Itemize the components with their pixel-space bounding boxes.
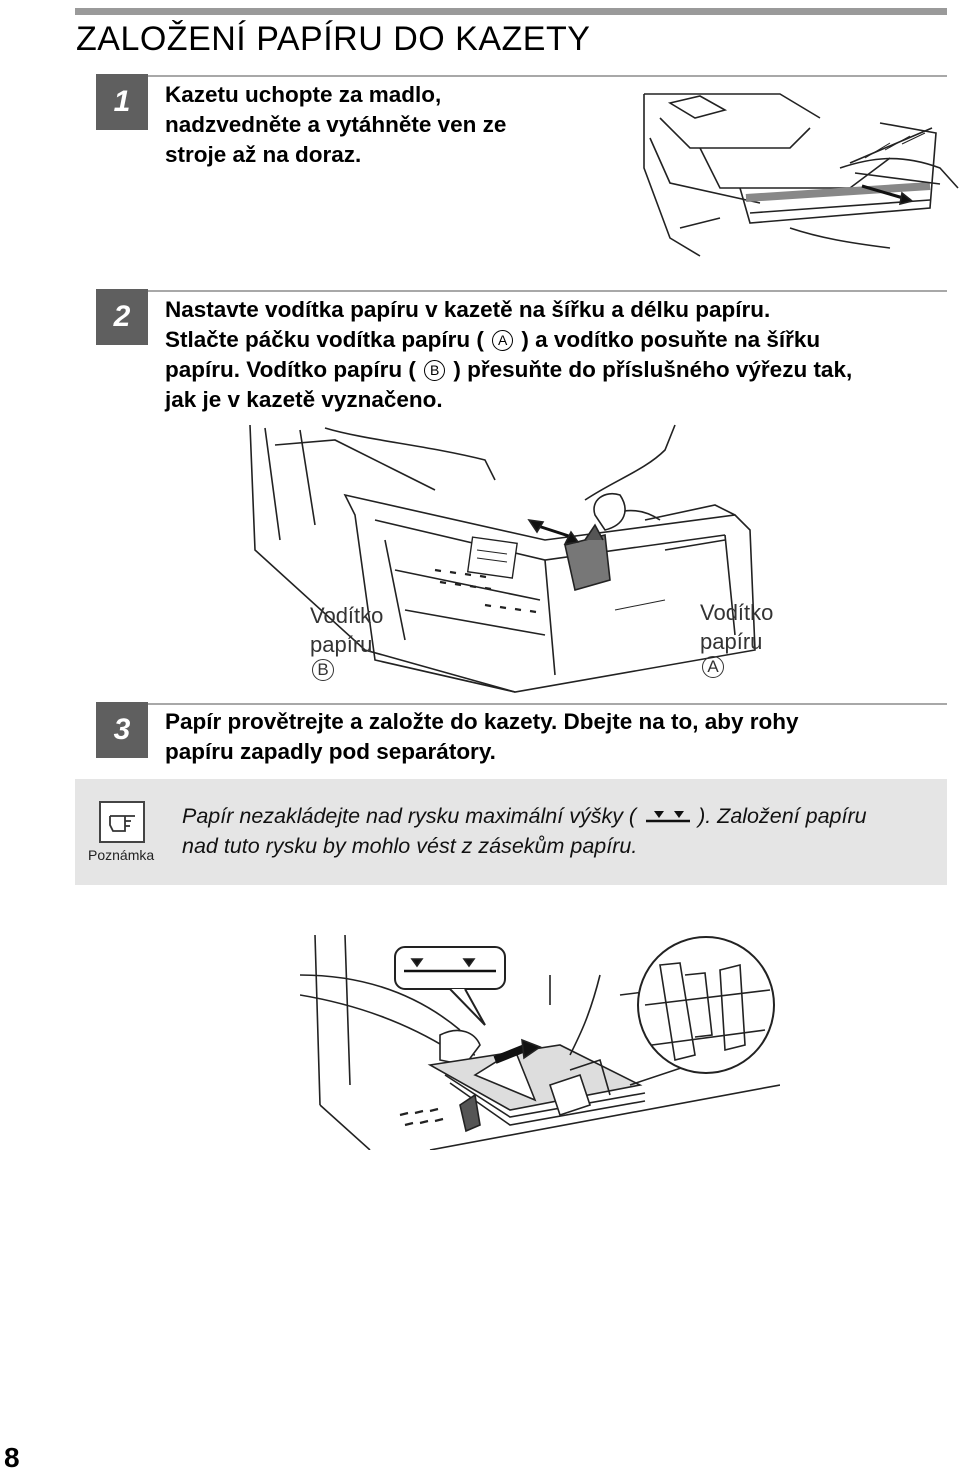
callout-letter-a: A xyxy=(702,656,724,678)
page-title: ZALOŽENÍ PAPÍRU DO KAZETY xyxy=(76,20,591,58)
callout-guide-a: Vodítko papíru A xyxy=(700,600,774,678)
step-1-rule xyxy=(148,75,947,77)
pointing-hand-icon xyxy=(99,801,145,843)
step-3-rule xyxy=(148,703,947,705)
top-bar xyxy=(75,8,947,15)
letter-a-marker: A xyxy=(492,330,514,351)
note-text: Papír nezakládejte nad rysku maximální v… xyxy=(182,804,867,858)
step-3-badge: 3 xyxy=(96,702,148,758)
page-number: 8 xyxy=(4,1442,20,1473)
step-1-badge: 1 xyxy=(96,74,148,130)
note-box xyxy=(75,779,947,885)
illustration-pull-cassette xyxy=(643,93,959,257)
step-2-rule xyxy=(148,290,947,292)
illustration-load-paper xyxy=(300,935,780,1150)
illustration-adjust-guides xyxy=(249,424,756,693)
callout-letter-b: B xyxy=(312,659,334,681)
step-1-text: Kazetu uchopte za madlo, nadzvedněte a v… xyxy=(165,82,507,167)
callout-guide-b: Vodítko papíru B xyxy=(310,603,384,681)
letter-b-marker: B xyxy=(424,360,446,381)
step-2-text: Nastavte vodítka papíru v kazetě na šířk… xyxy=(165,297,853,412)
note-label: Poznámka xyxy=(88,847,155,863)
step-2-badge: 2 xyxy=(96,289,148,345)
step-3-text: Papír provětrejte a založte do kazety. D… xyxy=(165,709,799,764)
max-height-line-icon xyxy=(646,811,691,823)
